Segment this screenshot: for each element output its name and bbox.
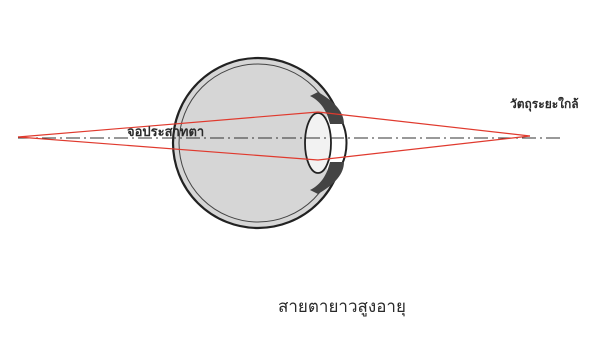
lens bbox=[305, 113, 331, 173]
near-object-label: วัตถุระยะใกล้ bbox=[510, 95, 579, 114]
retina-label: จอประสาทตา bbox=[127, 121, 204, 142]
diagram-caption: สายตายาวสูงอายุ bbox=[278, 293, 406, 320]
